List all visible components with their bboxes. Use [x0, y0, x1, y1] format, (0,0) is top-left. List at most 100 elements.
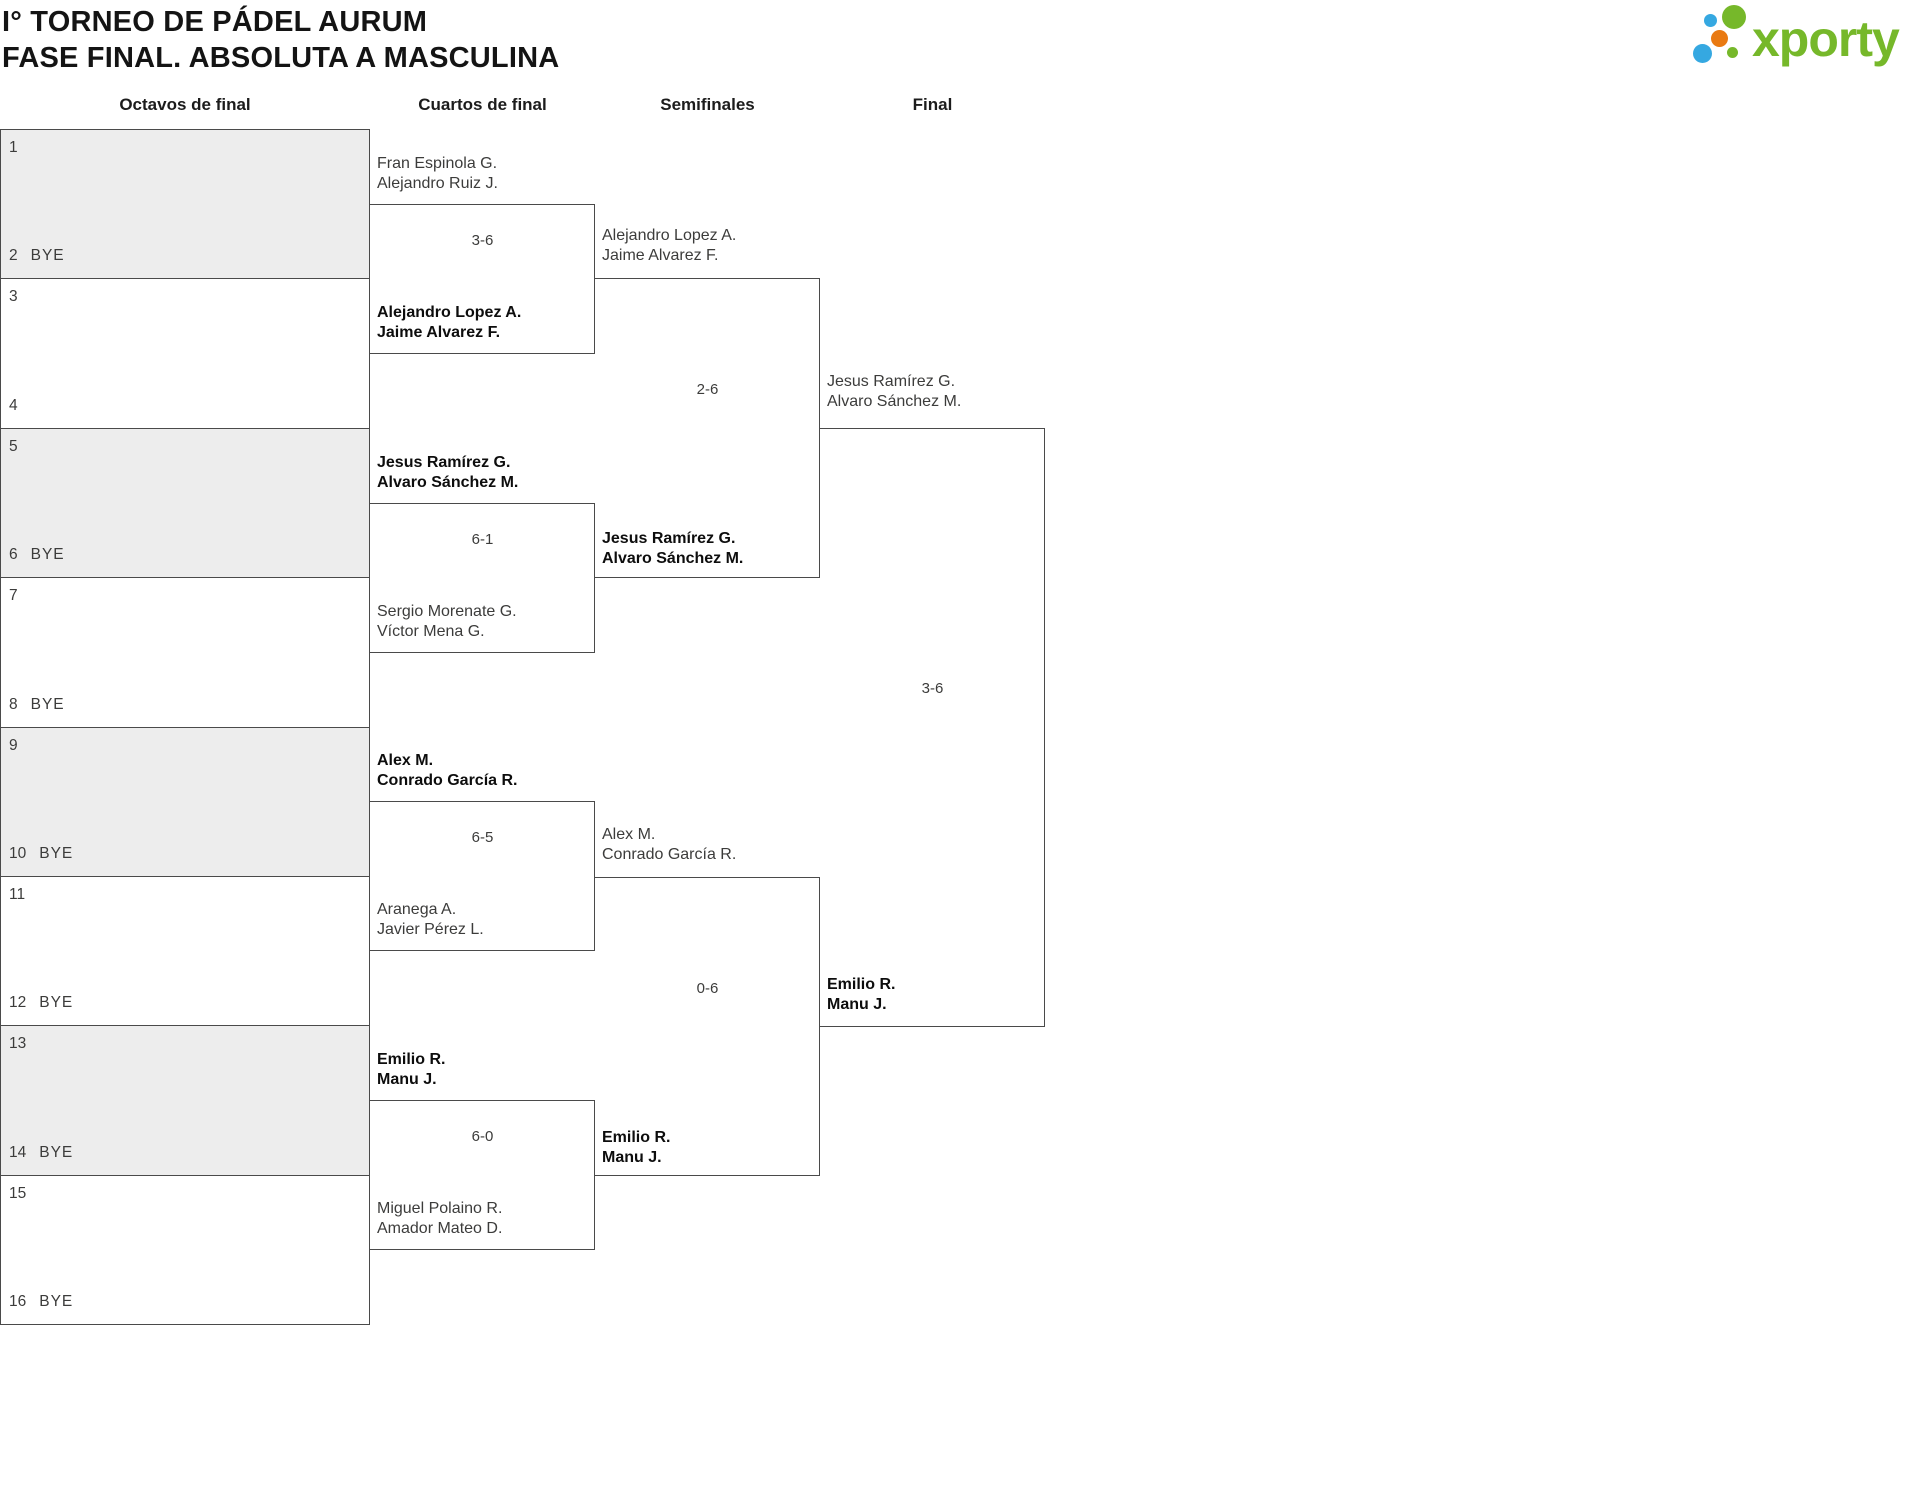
- cuartos-match-2-team-bottom: Sergio Morenate G. Víctor Mena G.: [377, 602, 517, 641]
- team-name-line: Jesus Ramírez G.: [602, 530, 736, 547]
- octavos-box-13-14: 13 14 BYE: [1, 1025, 369, 1175]
- team-name-line: Conrado García R.: [602, 845, 737, 863]
- slot-number: 1: [9, 139, 18, 156]
- team-name-line: Sergio Morenate G.: [377, 603, 517, 620]
- team-name-line: Emilio R.: [827, 976, 896, 993]
- team-name-line: Alex M.: [377, 752, 434, 769]
- octavos-slot-7: 7: [9, 587, 31, 605]
- team-name-line: Alejandro Ruiz J.: [377, 174, 498, 192]
- cuartos-match-4-team-bottom: Miguel Polaino R. Amador Mateo D.: [377, 1199, 502, 1238]
- team-name-line: Aranega A.: [377, 901, 457, 918]
- octavos-slot-12: 12 BYE: [9, 994, 73, 1012]
- octavos-slot-9: 9: [9, 737, 31, 755]
- final-team-top: Jesus Ramírez G. Alvaro Sánchez M.: [827, 372, 961, 411]
- team-name-line: Conrado García R.: [377, 771, 518, 789]
- cuartos-match-1-team-bottom: Alejandro Lopez A. Jaime Alvarez F.: [377, 303, 521, 342]
- octavos-slot-14: 14 BYE: [9, 1144, 73, 1162]
- logo-dot-blue-small-icon: [1704, 14, 1717, 27]
- team-name-line: Manu J.: [827, 995, 887, 1013]
- team-name-line: Jaime Alvarez F.: [602, 246, 719, 264]
- octavos-box-1-2: 1 2 BYE: [1, 130, 369, 279]
- cuartos-match-4-team-top: Emilio R. Manu J.: [377, 1050, 445, 1089]
- cuartos-match-2-score: 6-1: [471, 531, 494, 548]
- slot-number: 7: [9, 587, 18, 605]
- bye-label: BYE: [30, 546, 65, 564]
- team-name-line: Alex M.: [602, 826, 656, 843]
- octavos-box-3-4: 3 4: [1, 278, 369, 428]
- team-name-line: Manu J.: [377, 1070, 437, 1088]
- slot-number: 8: [9, 695, 18, 713]
- semifinal-1-score: 2-6: [696, 381, 719, 398]
- slot-number: 14: [9, 1143, 27, 1161]
- semifinal-2-score: 0-6: [696, 980, 719, 997]
- slot-number: 10: [9, 844, 27, 862]
- team-name-line: Alvaro Sánchez M.: [602, 549, 744, 567]
- team-name-line: Javier Pérez L.: [377, 920, 484, 938]
- team-name-line: Jaime Alvarez F.: [377, 323, 501, 341]
- octavos-box-15-16: 15 16 BYE: [1, 1174, 369, 1324]
- team-name-line: Amador Mateo D.: [377, 1219, 503, 1237]
- cuartos-match-3-box: [370, 801, 595, 951]
- bye-label: BYE: [39, 1293, 74, 1310]
- slot-number: 3: [9, 288, 18, 306]
- team-name-line: Alejandro Lopez A.: [602, 227, 737, 244]
- team-name-line: Víctor Mena G.: [377, 622, 485, 640]
- cuartos-match-3-team-bottom: Aranega A. Javier Pérez L.: [377, 900, 484, 939]
- team-name-line: Jesus Ramírez G.: [377, 454, 511, 471]
- octavos-slot-6: 6 BYE: [9, 546, 65, 564]
- xporty-logo: xporty: [1690, 0, 1920, 85]
- octavos-slot-16: 16 BYE: [9, 1293, 73, 1311]
- cuartos-match-2-box: [370, 503, 595, 653]
- cuartos-match-1-box: [370, 204, 595, 354]
- team-name-line: Jesus Ramírez G.: [827, 373, 956, 390]
- bye-label: BYE: [39, 994, 74, 1012]
- round-header-semifinales: Semifinales: [660, 95, 755, 114]
- cuartos-match-3-team-top: Alex M. Conrado García R.: [377, 751, 517, 790]
- logo-dot-green-large-icon: [1722, 5, 1746, 29]
- octavos-slot-11: 11: [9, 886, 38, 904]
- semifinal-2-team-bottom: Emilio R. Manu J.: [602, 1128, 670, 1167]
- slot-number: 5: [9, 437, 18, 455]
- slot-number: 4: [9, 396, 18, 414]
- logo-dot-orange-icon: [1711, 30, 1728, 47]
- slot-number: 16: [9, 1293, 27, 1310]
- octavos-slot-4: 4: [9, 397, 31, 415]
- bye-label: BYE: [30, 247, 65, 265]
- octavos-slot-15: 15: [9, 1185, 39, 1203]
- octavos-slot-5: 5: [9, 438, 31, 456]
- semifinal-1-box: [595, 278, 820, 578]
- title-line-2: FASE FINAL. ABSOLUTA A MASCULINA: [2, 42, 560, 74]
- semifinal-1-team-top: Alejandro Lopez A. Jaime Alvarez F.: [602, 226, 736, 265]
- octavos-slot-13: 13: [9, 1035, 39, 1053]
- bye-label: BYE: [39, 1143, 74, 1161]
- cuartos-match-4-score: 6-0: [471, 1128, 494, 1145]
- slot-number: 13: [9, 1035, 27, 1053]
- team-name-line: Alvaro Sánchez M.: [377, 473, 519, 491]
- octavos-box-11-12: 11 12 BYE: [1, 875, 369, 1026]
- semifinal-2-box: [595, 877, 820, 1176]
- octavos-box-5-6: 5 6 BYE: [1, 427, 369, 578]
- slot-number: 9: [9, 736, 18, 754]
- round-header-octavos: Octavos de final: [119, 95, 251, 114]
- logo-wordmark: xporty: [1752, 11, 1900, 67]
- logo-dot-blue-large-icon: [1693, 44, 1712, 63]
- octavos-slot-2: 2 BYE: [9, 247, 65, 265]
- slot-number: 15: [9, 1184, 27, 1202]
- round-header-final: Final: [912, 95, 953, 114]
- octavos-slot-3: 3: [9, 288, 31, 306]
- slot-number: 2: [9, 247, 18, 265]
- octavos-slot-1: 1: [9, 139, 31, 157]
- semifinal-2-team-top: Alex M. Conrado García R.: [602, 825, 736, 864]
- team-name-line: Emilio R.: [602, 1129, 671, 1146]
- final-score: 3-6: [921, 680, 944, 697]
- slot-number: 12: [9, 994, 27, 1012]
- slot-number: 6: [9, 546, 18, 564]
- final-team-bottom: Emilio R. Manu J.: [827, 975, 895, 1014]
- semifinal-1-team-bottom: Jesus Ramírez G. Alvaro Sánchez M.: [602, 529, 743, 568]
